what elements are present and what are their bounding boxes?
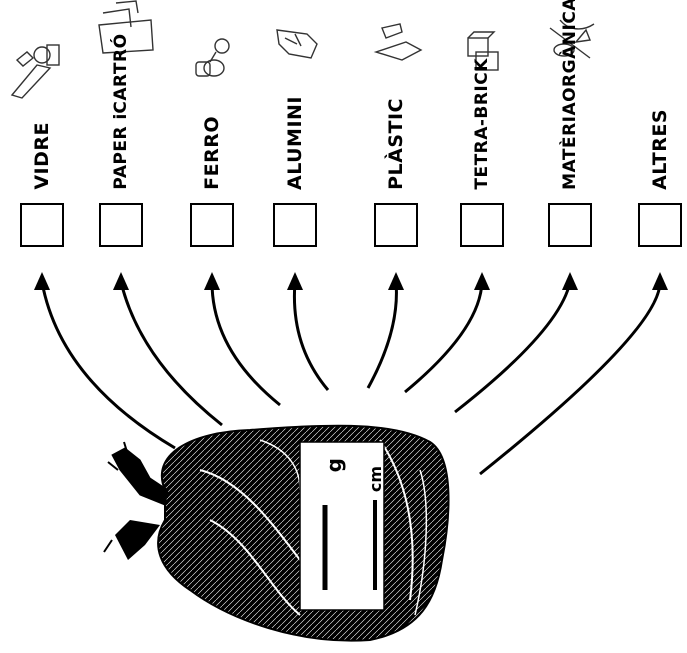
category-checkbox-alumini[interactable] xyxy=(273,203,317,247)
category-label-altres: ALTRES xyxy=(651,109,670,190)
glass-bottles-icon xyxy=(12,45,59,98)
category-label-alumini: ALUMINI xyxy=(286,96,305,190)
category-checkbox-organica[interactable] xyxy=(548,203,592,247)
category-checkbox-paper[interactable] xyxy=(99,203,143,247)
arrowhead-vidre xyxy=(34,272,50,290)
arrow-to-plastic xyxy=(368,282,396,388)
category-checkbox-plastic[interactable] xyxy=(374,203,418,247)
category-label-ferro: FERRO xyxy=(203,116,222,190)
arrow-to-paper xyxy=(121,282,222,425)
category-label-line: CARTRÓ xyxy=(113,33,130,113)
category-label-organica: MATÈRIAORGÀNICA xyxy=(562,0,579,190)
category-label-tetra: TETRA-BRICK xyxy=(474,58,491,190)
arrowhead-ferro xyxy=(204,272,220,290)
crushed-can-icon xyxy=(277,30,317,58)
arrow-to-tetra xyxy=(405,282,482,392)
arrow-to-alumini xyxy=(294,282,328,390)
category-label-line: MATÈRIA xyxy=(562,102,579,190)
arrowhead-altres xyxy=(652,272,668,290)
arrowhead-organica xyxy=(562,272,578,290)
category-label-line: ORGÀNICA xyxy=(562,0,579,102)
arrow-to-organica xyxy=(455,282,570,412)
category-label-line: FERRO xyxy=(203,116,222,190)
category-label-vidre: VIDRE xyxy=(33,122,52,190)
category-label-line: PLÀSTIC xyxy=(387,98,406,190)
category-label-line: BRICK xyxy=(474,58,491,119)
icon-group xyxy=(12,1,594,98)
category-checkbox-altres[interactable] xyxy=(638,203,682,247)
weight-unit: g xyxy=(322,458,346,472)
size-unit: cm xyxy=(366,466,385,492)
category-label-line: VIDRE xyxy=(33,122,52,190)
arrowhead-alumini xyxy=(287,272,303,290)
arrow-to-vidre xyxy=(42,282,175,448)
category-checkbox-ferro[interactable] xyxy=(190,203,234,247)
garbage-bag-icon xyxy=(104,426,449,641)
category-checkbox-tetra[interactable] xyxy=(460,203,504,247)
category-label-paper: PAPER iCARTRÓ xyxy=(113,33,130,190)
arrowhead-tetra xyxy=(474,272,490,290)
category-label-line: PAPER i xyxy=(113,113,130,189)
plastic-bottles-icon xyxy=(376,24,421,60)
category-checkbox-vidre[interactable] xyxy=(20,203,64,247)
bag-knot xyxy=(112,448,168,505)
arrowhead-paper xyxy=(113,272,129,290)
category-label-line: ALUMINI xyxy=(286,96,305,190)
arrow-to-ferro xyxy=(212,282,280,405)
category-label-line: TETRA- xyxy=(474,119,491,190)
category-label-line: ALTRES xyxy=(651,109,670,190)
tin-cans-icon xyxy=(196,39,229,76)
category-label-plastic: PLÀSTIC xyxy=(387,98,406,190)
arrowhead-plastic xyxy=(388,272,404,290)
arrow-to-altres xyxy=(480,282,660,474)
